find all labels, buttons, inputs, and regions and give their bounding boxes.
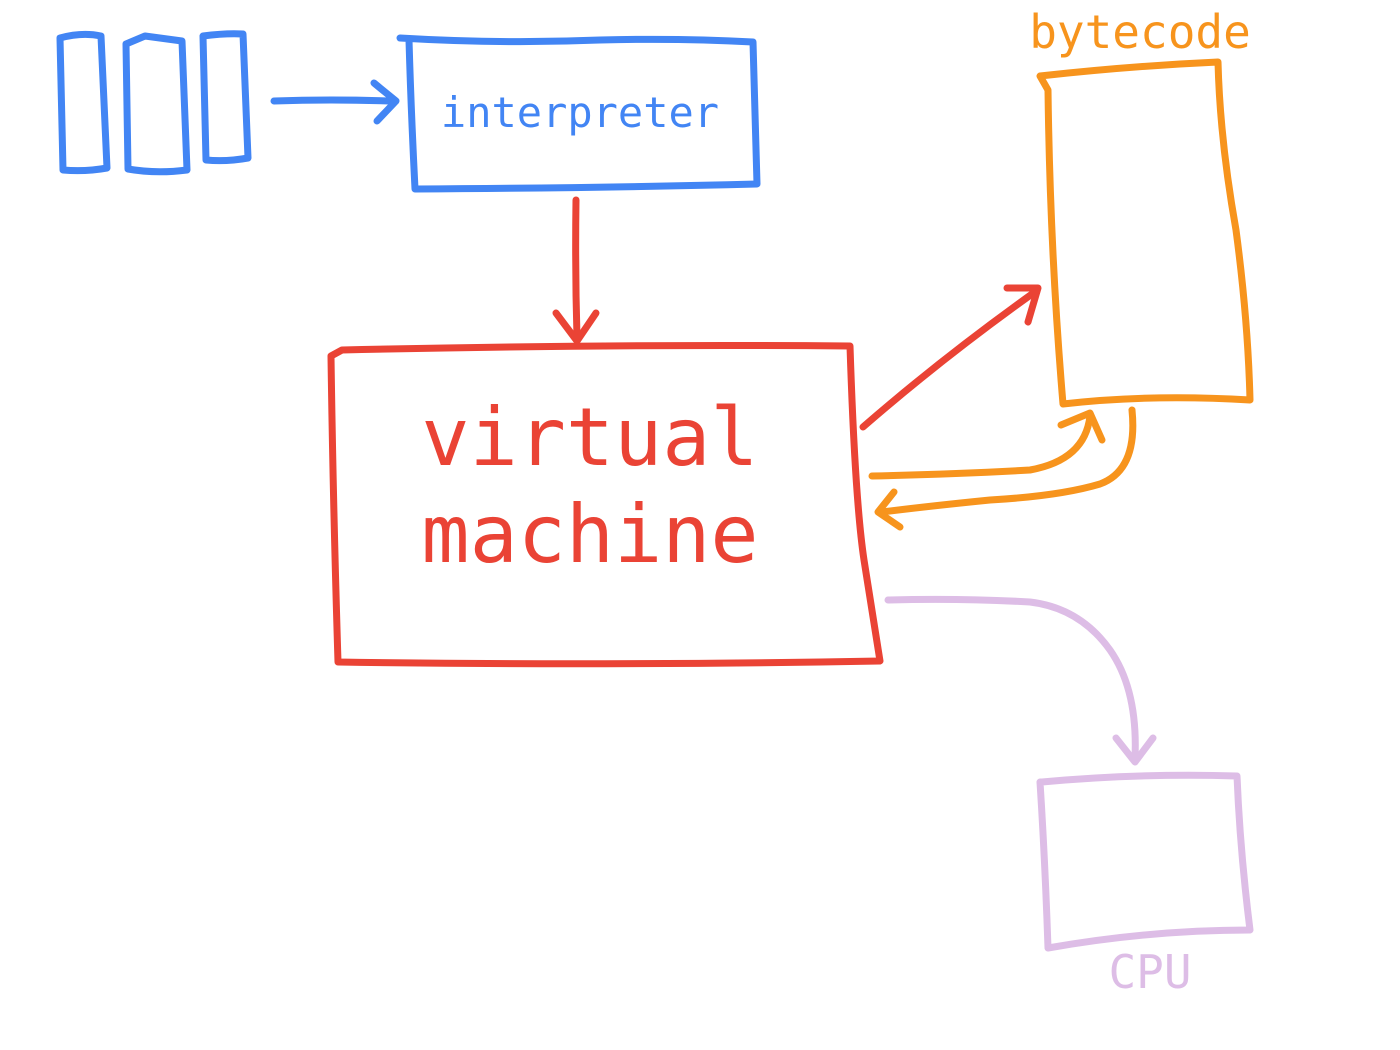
source-file-2: [122, 32, 191, 176]
arrow-interpreter-to-vm-line: [572, 196, 581, 342]
arrow-files-to-interpreter: [270, 79, 400, 125]
vm-label-line1: virtual: [421, 391, 758, 484]
source-files-group: [56, 30, 252, 176]
arrow-vm-to-cpu-line: [884, 595, 1139, 762]
cpu-label: CPU: [1108, 945, 1191, 999]
arrow-bytecode-to-vm-head: [874, 488, 904, 531]
arrow-vm-to-bytecode-head: [1003, 284, 1042, 326]
virtual-machine-box: [327, 342, 884, 668]
cpu-box: [1036, 771, 1254, 952]
interpreter-label: interpreter: [441, 88, 719, 137]
arrow-interpreter-to-vm: [552, 196, 600, 345]
source-file-1: [56, 30, 111, 175]
arrow-vm-write-bytecode: [868, 409, 1106, 480]
arrow-vm-to-cpu: [884, 595, 1157, 766]
bytecode-box: [1036, 58, 1254, 408]
arrow-vm-to-bytecode-line: [859, 290, 1036, 431]
arrow-interpreter-to-vm-head: [552, 309, 600, 345]
vm-label-line2: machine: [421, 488, 758, 581]
arrow-vm-write-bytecode-line: [868, 412, 1094, 480]
arrow-vm-write-bytecode-head: [1057, 409, 1106, 444]
bytecode-label: bytecode: [1029, 5, 1251, 59]
arrow-bytecode-to-vm-line: [878, 406, 1137, 516]
arrow-vm-to-bytecode: [859, 284, 1042, 431]
arrow-vm-to-cpu-head: [1112, 734, 1157, 766]
source-file-3: [199, 30, 252, 165]
interpreter-box: [396, 34, 761, 193]
arrow-bytecode-to-vm: [874, 406, 1137, 531]
arrow-files-to-interpreter-line: [270, 96, 394, 105]
arrow-files-to-interpreter-head: [370, 79, 400, 125]
